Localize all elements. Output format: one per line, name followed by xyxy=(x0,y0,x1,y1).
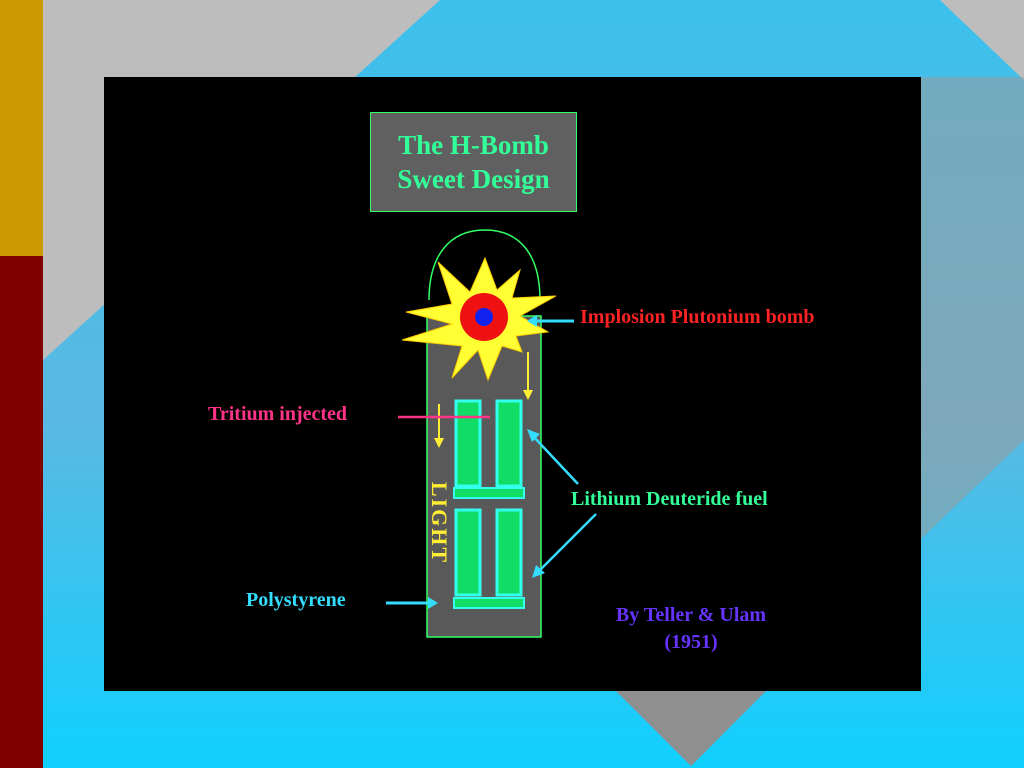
light-label: LIGHT xyxy=(427,481,452,565)
maroon-stripe xyxy=(0,256,43,768)
fuel-rod-lower-left xyxy=(454,508,482,597)
title-line-2: Sweet Design xyxy=(397,164,550,194)
gold-stripe xyxy=(0,0,43,256)
title-line-1: The H-Bomb xyxy=(398,130,549,160)
polystyrene-arrowhead xyxy=(428,597,438,609)
title-box: The H-Bomb Sweet Design xyxy=(370,112,577,212)
lithium-label: Lithium Deuteride fuel xyxy=(571,488,768,510)
credit: By Teller & Ulam (1951) xyxy=(576,602,806,656)
lithium-arrow-upper xyxy=(531,434,579,485)
dome-outline xyxy=(428,229,541,301)
light-arrowhead-left xyxy=(434,438,444,448)
lithium-arrowhead-upper xyxy=(527,429,540,442)
implosion-label: Implosion Plutonium bomb xyxy=(580,306,815,328)
tritium-label: Tritium injected xyxy=(208,403,348,425)
plutonium-core xyxy=(475,308,493,326)
implosion-arrowhead xyxy=(527,315,537,327)
light-arrowhead-right xyxy=(523,390,533,400)
fuel-plate-upper xyxy=(453,487,525,499)
light-label-wrapper: LIGHT xyxy=(424,482,454,564)
credit-authors: By Teller & Ulam xyxy=(615,604,767,626)
fuel-rod-upper-left xyxy=(454,399,482,488)
grey-diamond-right xyxy=(920,77,1024,540)
fuel-plate-lower xyxy=(453,597,525,609)
credit-year: (1951) xyxy=(664,631,718,653)
polystyrene-label: Polystyrene xyxy=(246,589,346,611)
grey-diamond-bottom xyxy=(616,691,766,766)
fuel-rod-upper-right xyxy=(495,399,523,488)
lithium-arrow-lower xyxy=(537,513,597,573)
fuel-rod-lower-right xyxy=(495,508,523,597)
lithium-arrowhead-lower xyxy=(532,565,545,578)
